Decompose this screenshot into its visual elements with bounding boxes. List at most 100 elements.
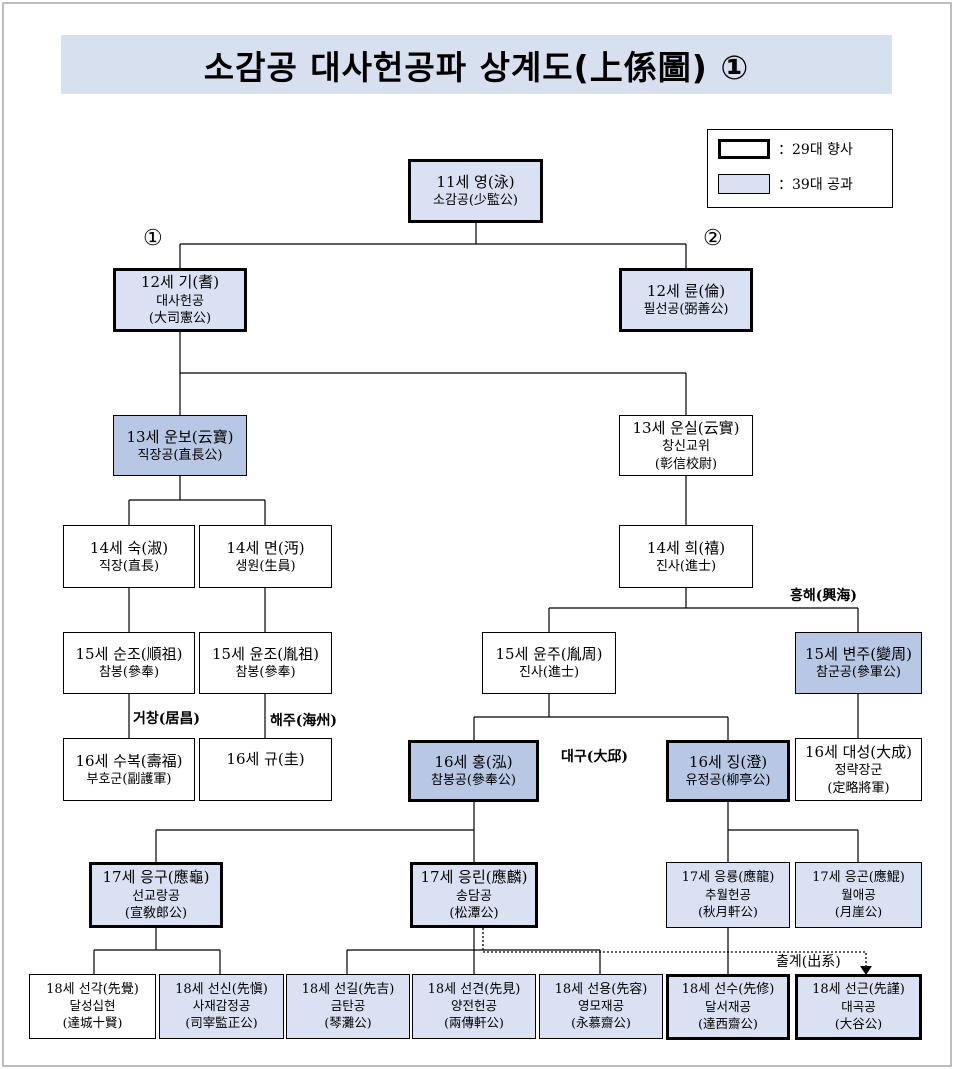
- node-hanja: (月崖公): [834, 903, 883, 919]
- place-tag-geochang: 거창(居昌): [133, 711, 201, 727]
- node-hanja: (秋月軒公): [698, 903, 758, 919]
- node-title: 참봉공(參奉公): [430, 773, 517, 789]
- line-17a-18: [93, 928, 221, 974]
- node-name: 15세 변주(變周): [805, 645, 912, 664]
- node-hanja: (達城十賢): [62, 1015, 123, 1031]
- node-hanja: (大谷公): [834, 1015, 883, 1031]
- node-title: 양전헌공: [450, 998, 497, 1014]
- node-name: 18세 선견(先見): [427, 981, 521, 997]
- node-title: 생원(生員): [235, 558, 296, 574]
- node-name: 17세 응룡(應龍): [681, 870, 775, 886]
- legend-thick-swatch: [718, 139, 770, 159]
- node-gen18-seongil: 18세 선길(先吉) 금탄공 (琴灘公): [286, 974, 410, 1039]
- node-title: 필선공(弼善公): [643, 302, 729, 318]
- node-name: 15세 순조(順祖): [75, 645, 183, 664]
- adoption-tag: 출계(出系): [776, 954, 841, 970]
- place-tag-daegu: 대구(大邱): [561, 749, 629, 765]
- node-hanja: (大司憲公): [148, 311, 212, 327]
- node-hanja: (達西齋公): [698, 1015, 758, 1031]
- node-gen14-hui: 14세 희(禧) 진사(進士): [619, 525, 753, 588]
- title-banner: 소감공 대사헌공파 상계도(上係圖) ①: [61, 35, 892, 94]
- node-gen16-jing: 16세 징(澄) 유정공(柳亭公): [666, 740, 790, 802]
- node-name: 13세 운보(云寶): [126, 427, 234, 446]
- node-gen16-hong: 16세 홍(泓) 참봉공(參奉公): [408, 740, 539, 802]
- node-name: 13세 운실(云實): [632, 418, 740, 437]
- place-tag-haeju: 해주(海州): [270, 713, 338, 729]
- node-name: 17세 응곤(應鯤): [812, 870, 905, 886]
- node-gen13-unsil: 13세 운실(云實) 창신교위 (彰信校尉): [619, 415, 753, 476]
- adoption-arrowhead: [860, 966, 872, 975]
- node-name: 12세 륜(倫): [646, 282, 726, 301]
- node-title: 송담공: [456, 888, 492, 904]
- line-12-13: [179, 332, 687, 415]
- node-title: 직장(直長): [98, 558, 160, 574]
- node-gen18-seonyong: 18세 선용(先容) 영모재공 (永慕齋公): [539, 974, 663, 1039]
- node-gen11-yeong: 11세 영(泳) 소감공(少監公): [408, 159, 543, 223]
- node-name: 14세 희(禧): [646, 538, 726, 557]
- branch-mark-two: ②: [703, 226, 723, 251]
- node-name: 16세 징(澄): [688, 753, 768, 772]
- node-gen18-seongeun: 18세 선근(先謹) 대곡공 (大谷公): [795, 974, 922, 1040]
- node-title: 사재감정공: [192, 998, 251, 1014]
- node-gen12-gi: 12세 기(耆) 대사헌공 (大司憲公): [113, 268, 247, 332]
- node-name: 17세 응린(應麟): [420, 868, 528, 887]
- node-hanja: (兩傳軒公): [444, 1015, 504, 1031]
- line-16d-17: [727, 802, 859, 862]
- node-gen13-unbo: 13세 운보(云寶) 직장공(直長公): [113, 415, 247, 476]
- node-gen15-byeonju: 15세 변주(變周) 참군공(參軍公): [795, 632, 922, 694]
- line-13a-14: [128, 476, 266, 525]
- node-title: 달서재공: [704, 998, 751, 1014]
- node-gen18-seonsu: 18세 선수(先修) 달서재공 (達西齋公): [666, 974, 790, 1040]
- node-name: 18세 선각(先覺): [46, 981, 139, 997]
- node-name: 18세 선신(先愼): [175, 981, 268, 997]
- node-gen16-daeseong: 16세 대성(大成) 정략장군 (定略將軍): [795, 738, 922, 801]
- node-name: 18세 선근(先謹): [812, 982, 905, 998]
- node-hanja: (定略將軍): [827, 780, 890, 796]
- node-hanja: (松潭公): [449, 906, 499, 922]
- node-gen14-suk: 14세 숙(淑) 직장(直長): [63, 525, 195, 588]
- node-title: 소감공(少監公): [432, 193, 519, 209]
- node-title: 정략장군: [834, 763, 883, 779]
- line-15c-16: [473, 694, 729, 740]
- node-name: 16세 수복(壽福): [75, 751, 183, 770]
- node-gen18-seongyeon: 18세 선견(先見) 양전헌공 (兩傳軒公): [412, 974, 536, 1039]
- node-name: 11세 영(泳): [436, 173, 515, 192]
- node-name: 18세 선수(先修): [681, 982, 775, 998]
- node-gen17-eunggon: 17세 응곤(應鯤) 월애공 (月崖公): [795, 862, 922, 928]
- node-title: 참군공(參軍公): [815, 665, 902, 681]
- node-gen15-yunjo: 15세 윤조(胤祖) 참봉(參奉): [199, 632, 332, 694]
- node-name: 18세 선용(先容): [554, 981, 648, 997]
- node-title: 영모재공: [577, 998, 624, 1014]
- node-gen16-gyu: 16세 규(圭): [199, 738, 332, 801]
- node-gen14-myeon: 14세 면(沔) 생원(生員): [199, 525, 332, 588]
- legend-thick-text: ：29대 향사: [778, 142, 853, 158]
- node-gen18-seongak: 18세 선각(先覺) 달성십현 (達城十賢): [29, 974, 156, 1039]
- node-name: 15세 윤조(胤祖): [212, 645, 319, 664]
- node-title: 대사헌공: [156, 293, 204, 309]
- node-name: 16세 홍(泓): [434, 753, 513, 772]
- node-title: 부호군(副護軍): [86, 771, 172, 787]
- node-name: 17세 응구(應龜): [102, 868, 210, 887]
- node-gen18-seonsin: 18세 선신(先愼) 사재감정공 (司宰監正公): [159, 974, 284, 1039]
- node-name: 18세 선길(先吉): [301, 981, 395, 997]
- node-title: 금탄공: [330, 998, 366, 1014]
- node-gen15-yunju: 15세 윤주(胤周) 진사(進士): [482, 632, 616, 694]
- legend-blue-text: ：39대 공과: [778, 177, 853, 193]
- node-title: 참봉(參奉): [98, 665, 160, 681]
- node-title: 창신교위: [662, 439, 710, 455]
- page-title: 소감공 대사헌공파 상계도(上係圖) ①: [203, 47, 750, 87]
- branch-mark-one: ①: [143, 226, 163, 251]
- node-name: 16세 대성(大成): [805, 742, 912, 761]
- line-16c-17: [155, 802, 475, 862]
- node-gen17-eungrin: 17세 응린(應麟) 송담공 (松潭公): [410, 862, 538, 928]
- node-gen16-subok: 16세 수복(壽福) 부호군(副護軍): [63, 738, 195, 801]
- node-title: 대곡공: [841, 998, 876, 1014]
- line-11-12: [179, 223, 687, 268]
- node-name: 14세 숙(淑): [89, 538, 169, 557]
- legend-blue-swatch: [718, 174, 770, 194]
- node-gen17-eungryong: 17세 응룡(應龍) 추월헌공 (秋月軒公): [666, 862, 790, 928]
- line-17b-18: [346, 928, 601, 974]
- node-name: 16세 규(圭): [226, 750, 305, 768]
